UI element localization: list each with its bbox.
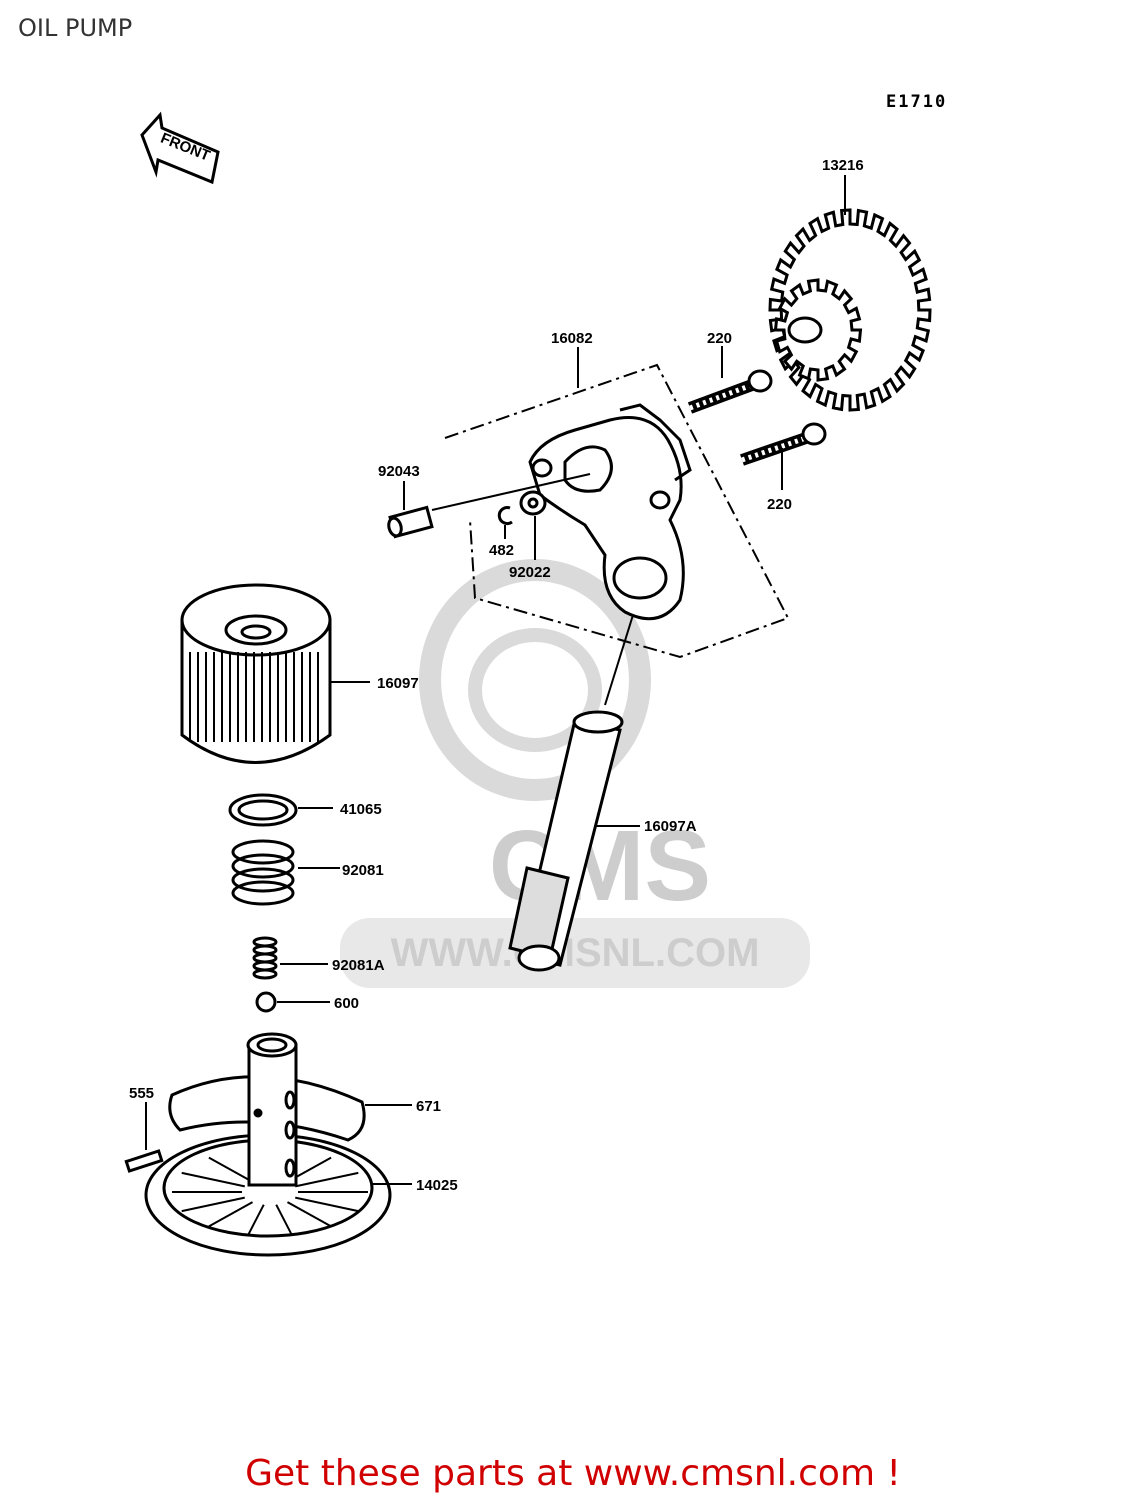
- leader-lines: [145, 175, 846, 1185]
- part-label-16097: 16097: [377, 675, 419, 692]
- part-label-14025: 14025: [416, 1177, 458, 1194]
- bolt-upper: [687, 369, 773, 414]
- washer-92022: [519, 490, 547, 516]
- part-label-92081: 92081: [342, 862, 384, 879]
- part-label-41065: 41065: [340, 801, 382, 818]
- dowel-pin-92043: [387, 505, 434, 539]
- part-label-600: 600: [334, 995, 359, 1012]
- filter-cover: [144, 1032, 392, 1257]
- part-label-555: 555: [129, 1085, 154, 1102]
- front-arrow: FRONT: [140, 111, 220, 185]
- part-label-16097A: 16097A: [644, 818, 697, 835]
- oil-pump-diagram: CMS WWW.CMSNL.COM FRONT: [124, 111, 932, 1257]
- pin-555: [124, 1149, 164, 1173]
- page-title: OIL PUMP: [18, 14, 133, 42]
- bolt-lower: [740, 422, 827, 466]
- oil-strainer-pipe: [508, 710, 624, 972]
- diagram-code: E1710: [886, 92, 948, 112]
- part-label-92081A: 92081A: [332, 957, 385, 974]
- oil-pump-body: [528, 403, 692, 621]
- part-label-220-upper: 220: [707, 330, 732, 347]
- part-label-92022: 92022: [509, 564, 551, 581]
- drive-gear: [768, 208, 932, 412]
- circlip-482: [497, 506, 513, 526]
- oil-filter: [180, 583, 332, 764]
- spring-92081A: [252, 936, 278, 980]
- o-ring-41065: [228, 793, 298, 827]
- part-label-220-lower: 220: [767, 496, 792, 513]
- part-label-482: 482: [489, 542, 514, 559]
- watermark-url: WWW.CMSNL.COM: [391, 931, 760, 975]
- cms-watermark: CMS WWW.CMSNL.COM: [340, 559, 810, 988]
- part-label-13216: 13216: [822, 157, 864, 174]
- part-label-671: 671: [416, 1098, 441, 1115]
- part-label-16082: 16082: [551, 330, 593, 347]
- promo-link[interactable]: Get these parts at www.cmsnl.com !: [245, 1453, 901, 1494]
- spring-92081: [231, 839, 295, 906]
- part-label-92043: 92043: [378, 463, 420, 480]
- ball-600: [255, 991, 277, 1013]
